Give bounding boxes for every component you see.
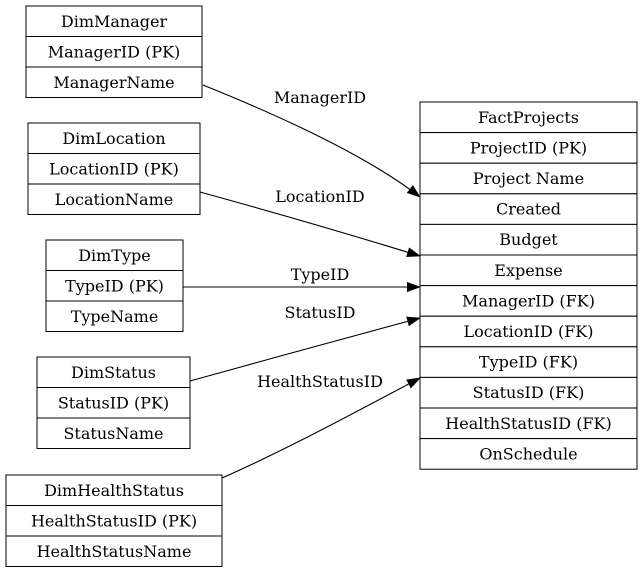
table-field: TypeID (PK) [65,276,164,295]
table-field-cell [419,315,638,348]
table-field-cell [419,285,638,317]
table-field: LocationName [55,190,173,209]
table-field-cell [27,153,201,185]
relationship-arrow [221,377,421,479]
table-title: DimHealthStatus [44,481,184,500]
edge-dimstatus-to-factprojects: StatusID [189,303,421,382]
table-title: DimLocation [62,129,165,148]
table-field-cell [45,300,184,332]
edge-dimlocation-to-factprojects: LocationID [199,187,421,257]
relationship-arrow [202,84,421,198]
edge-label: TypeID [291,265,350,284]
table-field: ManagerID (PK) [48,42,181,61]
table-field-cell [25,36,203,68]
table-field-cell [25,66,203,98]
table-title: DimType [78,246,151,265]
table-header-cell [45,239,184,271]
relationship-arrow [189,316,421,382]
table-header-cell [36,356,191,388]
table-field-cell [419,438,638,470]
table-field: HealthStatusID (PK) [31,511,197,530]
edge-dimmanager-to-factprojects: ManagerID [202,84,421,198]
table-title: DimStatus [71,363,156,382]
table-field: StatusName [63,424,163,443]
edge-label: ManagerID [274,88,366,107]
edge-dimtype-to-factprojects: TypeID [183,265,421,292]
table-field-cell [419,132,638,164]
table-field-cell [27,183,201,215]
table-field: Budget [499,230,558,249]
table-title: DimManager [61,12,168,31]
table-field-cell [5,535,223,567]
table-field-cell [45,270,184,302]
table-field: TypeID (FK) [479,353,578,372]
table-field: HealthStatusName [37,542,192,561]
table-field: OnSchedule [479,444,577,463]
table-field: Expense [494,261,562,280]
table-header-cell [419,101,638,134]
table-field-cell [36,417,191,449]
table-field-cell [419,254,638,287]
table-title: FactProjects [478,108,579,127]
table-field: ManagerID (FK) [462,291,595,310]
table-field: StatusID (FK) [473,383,585,402]
edge-label: LocationID [275,187,364,206]
table-field: TypeName [71,307,159,326]
table-field: StatusID (PK) [58,393,169,412]
table-field: Project Name [473,169,584,188]
table-field: Created [496,200,561,219]
table-field-cell [419,376,638,409]
table-field: LocationID (PK) [49,159,179,178]
edge-dimhealthstatus-to-factprojects: HealthStatusID [221,372,421,479]
table-header-cell [25,5,203,37]
table-field: LocationID (FK) [463,322,593,341]
table-field-cell [5,505,223,537]
relationship-arrow [199,191,421,257]
table-field-cell [419,223,638,256]
edges-layer: ManagerID LocationID TypeID StatusID HealthS… [183,84,421,479]
edge-label: StatusID [284,303,355,322]
table-field: ProjectID (PK) [470,138,587,157]
table-field: ManagerName [53,73,174,92]
edge-label: HealthStatusID [257,372,383,391]
table-field-cell [419,193,638,225]
table-header-cell [5,474,223,506]
table-field: HealthStatusID (FK) [445,414,611,433]
table-field-cell [419,162,638,195]
